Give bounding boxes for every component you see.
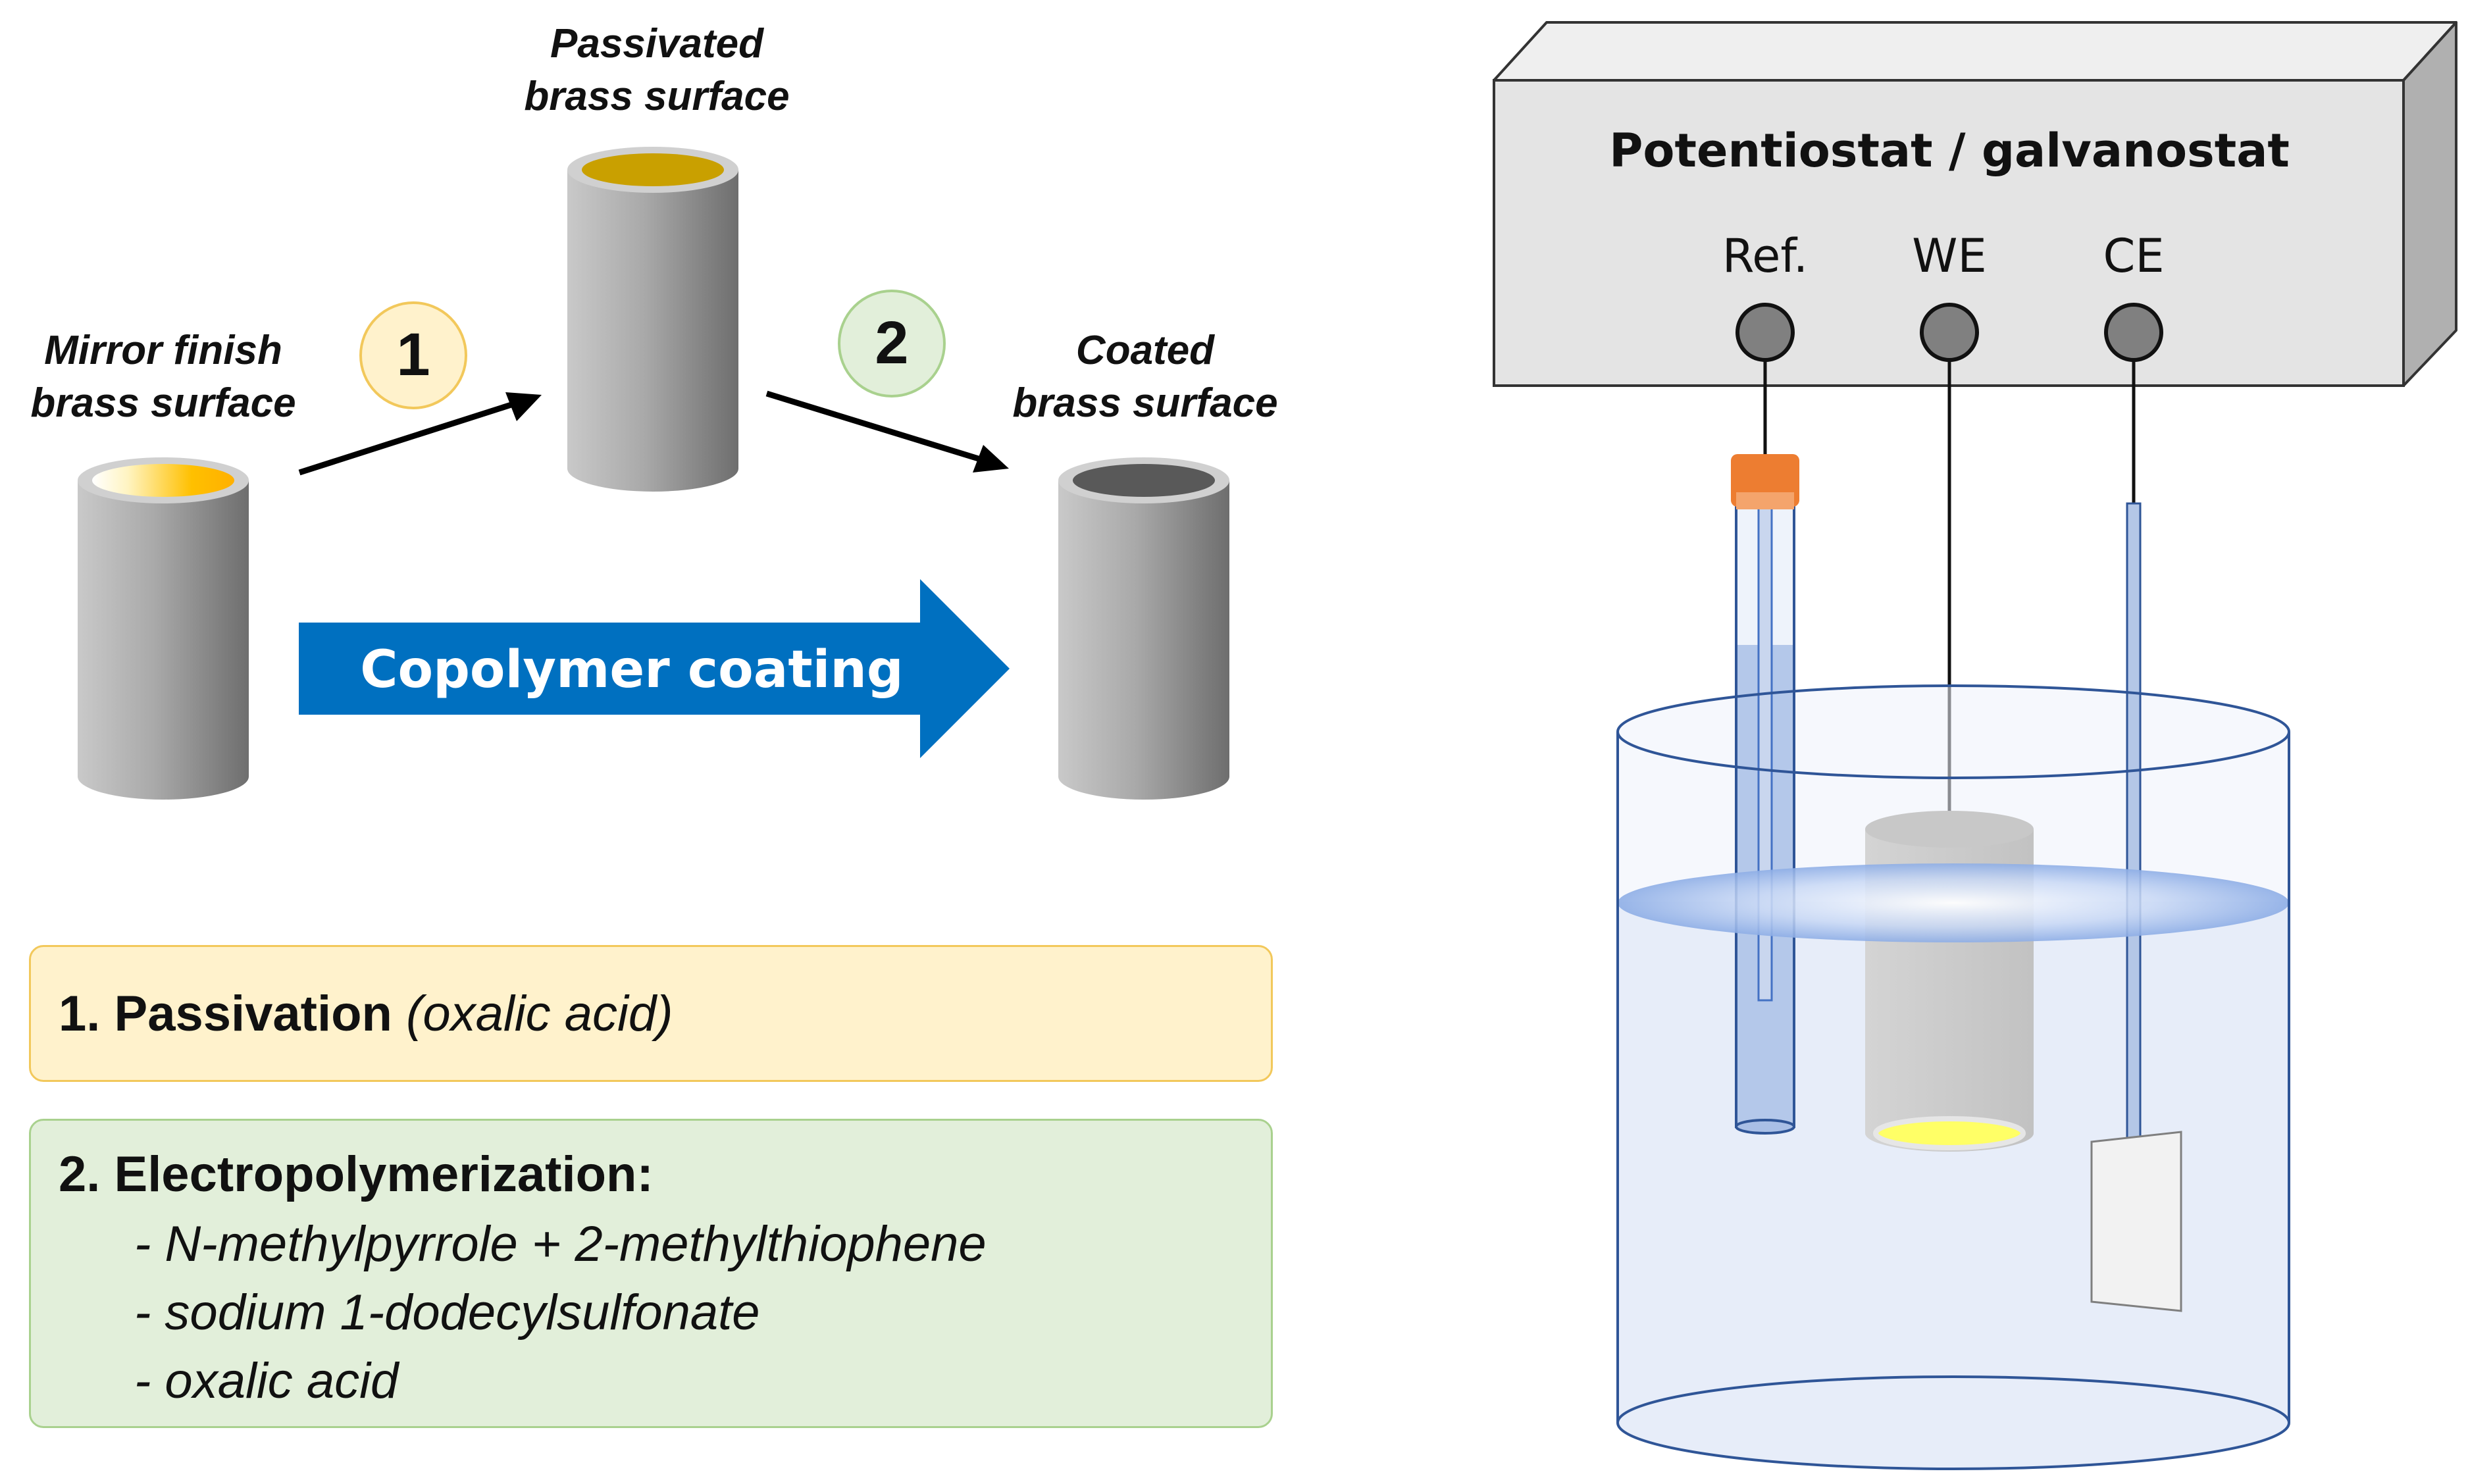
working-electrode (1865, 811, 2034, 1152)
terminal-ref-jack (1735, 303, 1795, 362)
step1-badge: 1 (359, 301, 467, 409)
copolymer-coating-arrow: Copolymer coating (299, 579, 1010, 758)
step1-detail: (oxalic acid) (406, 985, 673, 1042)
copolymer-coating-label: Copolymer coating (360, 640, 903, 700)
coated-label-line1: Coated (1076, 328, 1215, 373)
terminal-we-jack (1920, 303, 1979, 362)
passivated-label-line2: brass surface (524, 74, 789, 119)
beaker (1616, 684, 2290, 1470)
water-surface (1618, 863, 2289, 942)
mirror-label-line1: Mirror finish (44, 328, 282, 373)
coated-cylinder (1058, 457, 1229, 800)
passivated-label-line1: Passivated (550, 21, 764, 66)
step2-item-monomers: - N-methylpyrrole + 2-methylthiophene (134, 1216, 987, 1272)
step2-item-acid: - oxalic acid (134, 1353, 399, 1409)
mirror-cylinder (78, 457, 249, 800)
step2-electropolymerization-box: 2. Electropolymerization: - N-methylpyrr… (29, 1119, 1273, 1428)
step2-arrow (765, 390, 1009, 473)
step1-arrow (298, 392, 542, 476)
svg-text:1: 1 (396, 321, 430, 388)
step1-passivation-box: 1. Passivation (oxalic acid) (29, 945, 1273, 1082)
step2-title: 2. Electropolymerization: (59, 1146, 654, 1202)
mirror-label-line2: brass surface (30, 380, 296, 426)
potentiostat-title: Potentiostat / galvanostat (1609, 124, 2290, 178)
counter-electrode (2090, 502, 2182, 1312)
coated-label-line2: brass surface (1012, 380, 1277, 426)
svg-text:2: 2 (875, 309, 908, 376)
terminal-ce-jack (2104, 303, 2163, 362)
step2-badge: 2 (838, 290, 946, 397)
step2-item-surfactant: - sodium 1-dodecylsulfonate (134, 1285, 760, 1341)
step1-title: 1. Passivation (59, 985, 392, 1042)
terminal-label-ref: Ref. (1722, 229, 1808, 283)
terminal-label-ce: CE (2103, 229, 2164, 283)
passivated-cylinder (567, 147, 738, 492)
terminal-label-we: WE (1912, 229, 1986, 283)
reference-electrode (1731, 454, 1799, 1135)
